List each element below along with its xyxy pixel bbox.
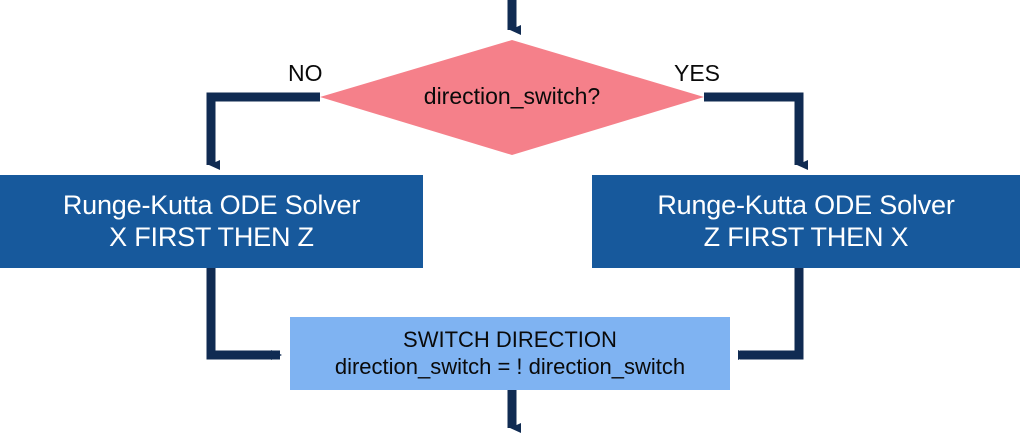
yes-branch-connector [704, 92, 808, 170]
left-to-switch-connector [206, 268, 282, 360]
no-branch-connector [206, 92, 320, 170]
branch-label-yes: YES [674, 60, 721, 86]
right-to-switch-connector [738, 268, 804, 360]
action-box-switch-direction: SWITCH DIRECTION direction_switch = ! di… [290, 317, 730, 390]
process-left-line2: X FIRST THEN Z [109, 221, 314, 252]
process-left-line1: Runge-Kutta ODE Solver [62, 189, 361, 220]
process-right-line1: Runge-Kutta ODE Solver [657, 189, 955, 220]
action-line1: SWITCH DIRECTION [403, 326, 617, 352]
process-box-z-first: Runge-Kutta ODE Solver Z FIRST THEN X [592, 175, 1020, 268]
process-right-line2: Z FIRST THEN X [703, 221, 909, 252]
action-line2: direction_switch = ! direction_switch [334, 353, 686, 379]
decision-diamond-shape [320, 40, 704, 155]
branch-label-no: NO [288, 60, 323, 86]
process-box-x-first: Runge-Kutta ODE Solver X FIRST THEN Z [0, 175, 423, 268]
